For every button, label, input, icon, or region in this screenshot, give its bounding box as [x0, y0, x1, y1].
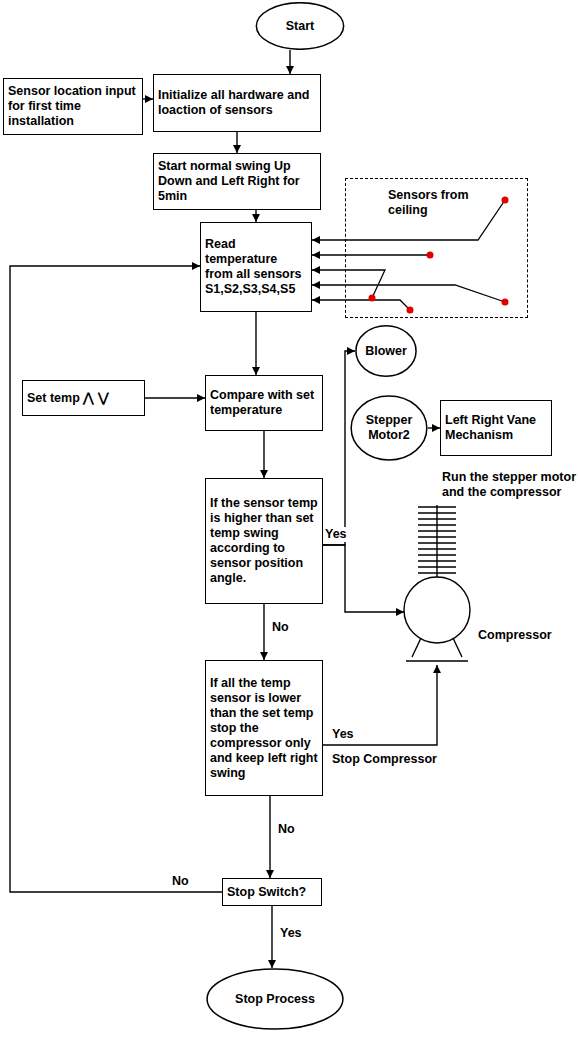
flow-connector: [323, 545, 404, 612]
flow-connector: [323, 665, 437, 745]
input-box: Set temp ⋀ ⋁: [22, 380, 145, 416]
flow-connector: [237, 132, 238, 153]
connector-line: [255, 210, 256, 222]
terminal-ellipse: Stop Process: [205, 968, 345, 1030]
connector-line: [312, 239, 345, 240]
flow-connector: [145, 398, 205, 399]
node-text: Sensors from ceiling: [384, 185, 487, 221]
node-text: Initialize all hardware and loaction of …: [154, 85, 320, 121]
flow-connector: [10, 266, 222, 892]
connector-line: [323, 665, 437, 745]
stepper-motor-circle: Stepper Motor2: [350, 395, 428, 461]
mechanism-box: Left Right Vane Mechanism: [440, 400, 552, 456]
decision-box: If all the temp sensor is lower than the…: [205, 660, 323, 796]
node-text: Read temperature from all sensors S1,S2,…: [201, 234, 311, 300]
connector-line: [143, 98, 153, 99]
process-box: Compare with set temperature: [205, 375, 323, 431]
node-text: Compressor: [474, 625, 556, 646]
flow-connector: [256, 312, 257, 375]
compressor-symbol: Compressor: [388, 505, 563, 665]
decision-box: If the sensor temp is higher than set te…: [205, 478, 323, 604]
connector-line: [323, 351, 355, 545]
node-text: If the sensor temp is higher than set te…: [206, 493, 322, 589]
connector-line: [428, 427, 440, 428]
flow-connector: [312, 240, 345, 300]
node-text: Sensor location input for first time ins…: [4, 81, 142, 132]
connector-line: [323, 545, 404, 612]
node-text: Start: [282, 16, 318, 37]
flow-connector: [428, 428, 440, 429]
sensor-group: Sensors from ceiling: [345, 178, 528, 318]
node-text: Left Right Vane Mechanism: [441, 410, 551, 446]
node-text: Start normal swing Up Down and Left Righ…: [154, 156, 320, 207]
flow-connector: [256, 210, 257, 222]
edge-label: Yes: [330, 727, 356, 742]
connector-line: [145, 397, 205, 398]
process-box: Start normal swing Up Down and Left Righ…: [153, 153, 321, 210]
flow-connector: [264, 604, 265, 660]
flow-connector: [272, 906, 273, 968]
node-text: Blower: [361, 341, 411, 362]
note-label: Run the stepper motor and the compressor: [440, 470, 579, 500]
connector-line: [269, 796, 270, 878]
node-text: Set temp ⋀ ⋁: [23, 388, 144, 409]
connector-line: [289, 50, 290, 74]
connector-line: [263, 431, 264, 478]
node-text: Compare with set temperature: [206, 385, 322, 421]
connector-line: [236, 132, 237, 153]
flow-connector: [270, 796, 271, 878]
node-text: Stop Process: [231, 989, 319, 1010]
connector-line: [312, 269, 345, 270]
process-box: Read temperature from all sensors S1,S2,…: [200, 222, 312, 312]
flow-connector: [143, 99, 153, 100]
connector-line: [312, 254, 345, 255]
edge-label: Yes: [278, 926, 304, 941]
edge-label: No: [276, 822, 297, 837]
connector-line: [10, 266, 222, 892]
connector-line: [263, 604, 264, 660]
node-text: Stepper Motor2: [350, 410, 428, 446]
edge-label: No: [170, 874, 191, 889]
terminal-ellipse: Start: [255, 2, 345, 50]
connector-line: [312, 284, 345, 285]
connector-line: [255, 312, 256, 375]
input-box: Sensor location input for first time ins…: [3, 78, 143, 135]
blower-circle: Blower: [355, 325, 417, 377]
flow-connector: [290, 50, 291, 74]
flow-connector: [264, 431, 265, 478]
decision-box: Stop Switch?: [222, 878, 322, 906]
edge-group: [10, 50, 440, 968]
edge-label: No: [270, 620, 291, 635]
flow-connector: [323, 351, 355, 545]
edge-label: Yes: [323, 527, 349, 542]
connector-line: [271, 906, 272, 968]
node-text: Stop Switch?: [223, 882, 321, 903]
note-label: Stop Compressor: [330, 752, 439, 767]
process-box: Initialize all hardware and loaction of …: [153, 74, 321, 132]
node-text: If all the temp sensor is lower than the…: [206, 673, 322, 784]
connector-line: [312, 299, 345, 300]
